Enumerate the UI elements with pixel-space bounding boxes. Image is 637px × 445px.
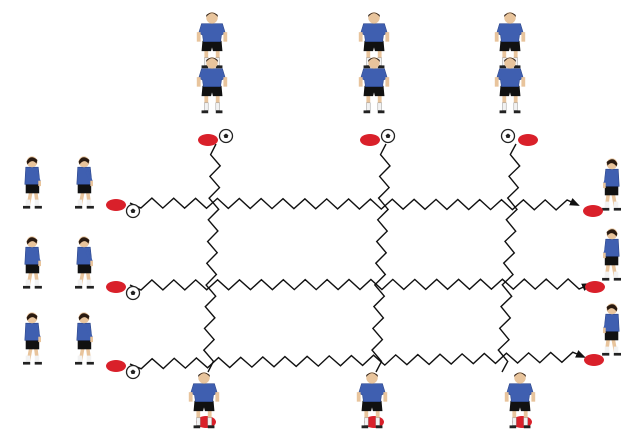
bottom-player — [188, 372, 220, 429]
equipment-and-players — [23, 12, 621, 429]
left-player — [23, 312, 42, 365]
dribble-paths — [129, 143, 592, 373]
vertical-dribble-path — [371, 143, 391, 373]
left-ball — [125, 285, 141, 301]
right-cone — [583, 205, 603, 217]
right-player — [602, 303, 621, 356]
horizontal-dribble-path — [129, 278, 592, 291]
top-player — [494, 12, 526, 69]
top-cone — [518, 134, 538, 146]
top-cone — [360, 134, 380, 146]
left-player — [75, 236, 94, 289]
left-cone — [106, 360, 126, 372]
left-ball — [125, 203, 141, 219]
top-ball — [380, 128, 396, 144]
left-player — [75, 312, 94, 365]
vertical-dribble-path — [202, 143, 222, 373]
left-cone — [106, 281, 126, 293]
bottom-player — [356, 372, 388, 429]
bottom-player — [504, 372, 536, 429]
horizontal-dribble-path — [129, 350, 586, 370]
left-player — [75, 156, 94, 209]
top-player — [196, 57, 228, 114]
top-ball — [218, 128, 234, 144]
top-player — [358, 57, 390, 114]
top-ball — [500, 128, 516, 144]
right-player — [602, 158, 621, 211]
right-cone — [585, 281, 605, 293]
horizontal-dribble-path — [129, 197, 580, 211]
right-player — [602, 228, 621, 281]
left-player — [23, 156, 42, 209]
right-cone — [584, 354, 604, 366]
top-player — [358, 12, 390, 69]
left-player — [23, 236, 42, 289]
top-player — [494, 57, 526, 114]
left-ball — [125, 364, 141, 380]
left-cone — [106, 199, 126, 211]
top-cone — [198, 134, 218, 146]
vertical-dribble-path — [497, 143, 521, 373]
top-player — [196, 12, 228, 69]
